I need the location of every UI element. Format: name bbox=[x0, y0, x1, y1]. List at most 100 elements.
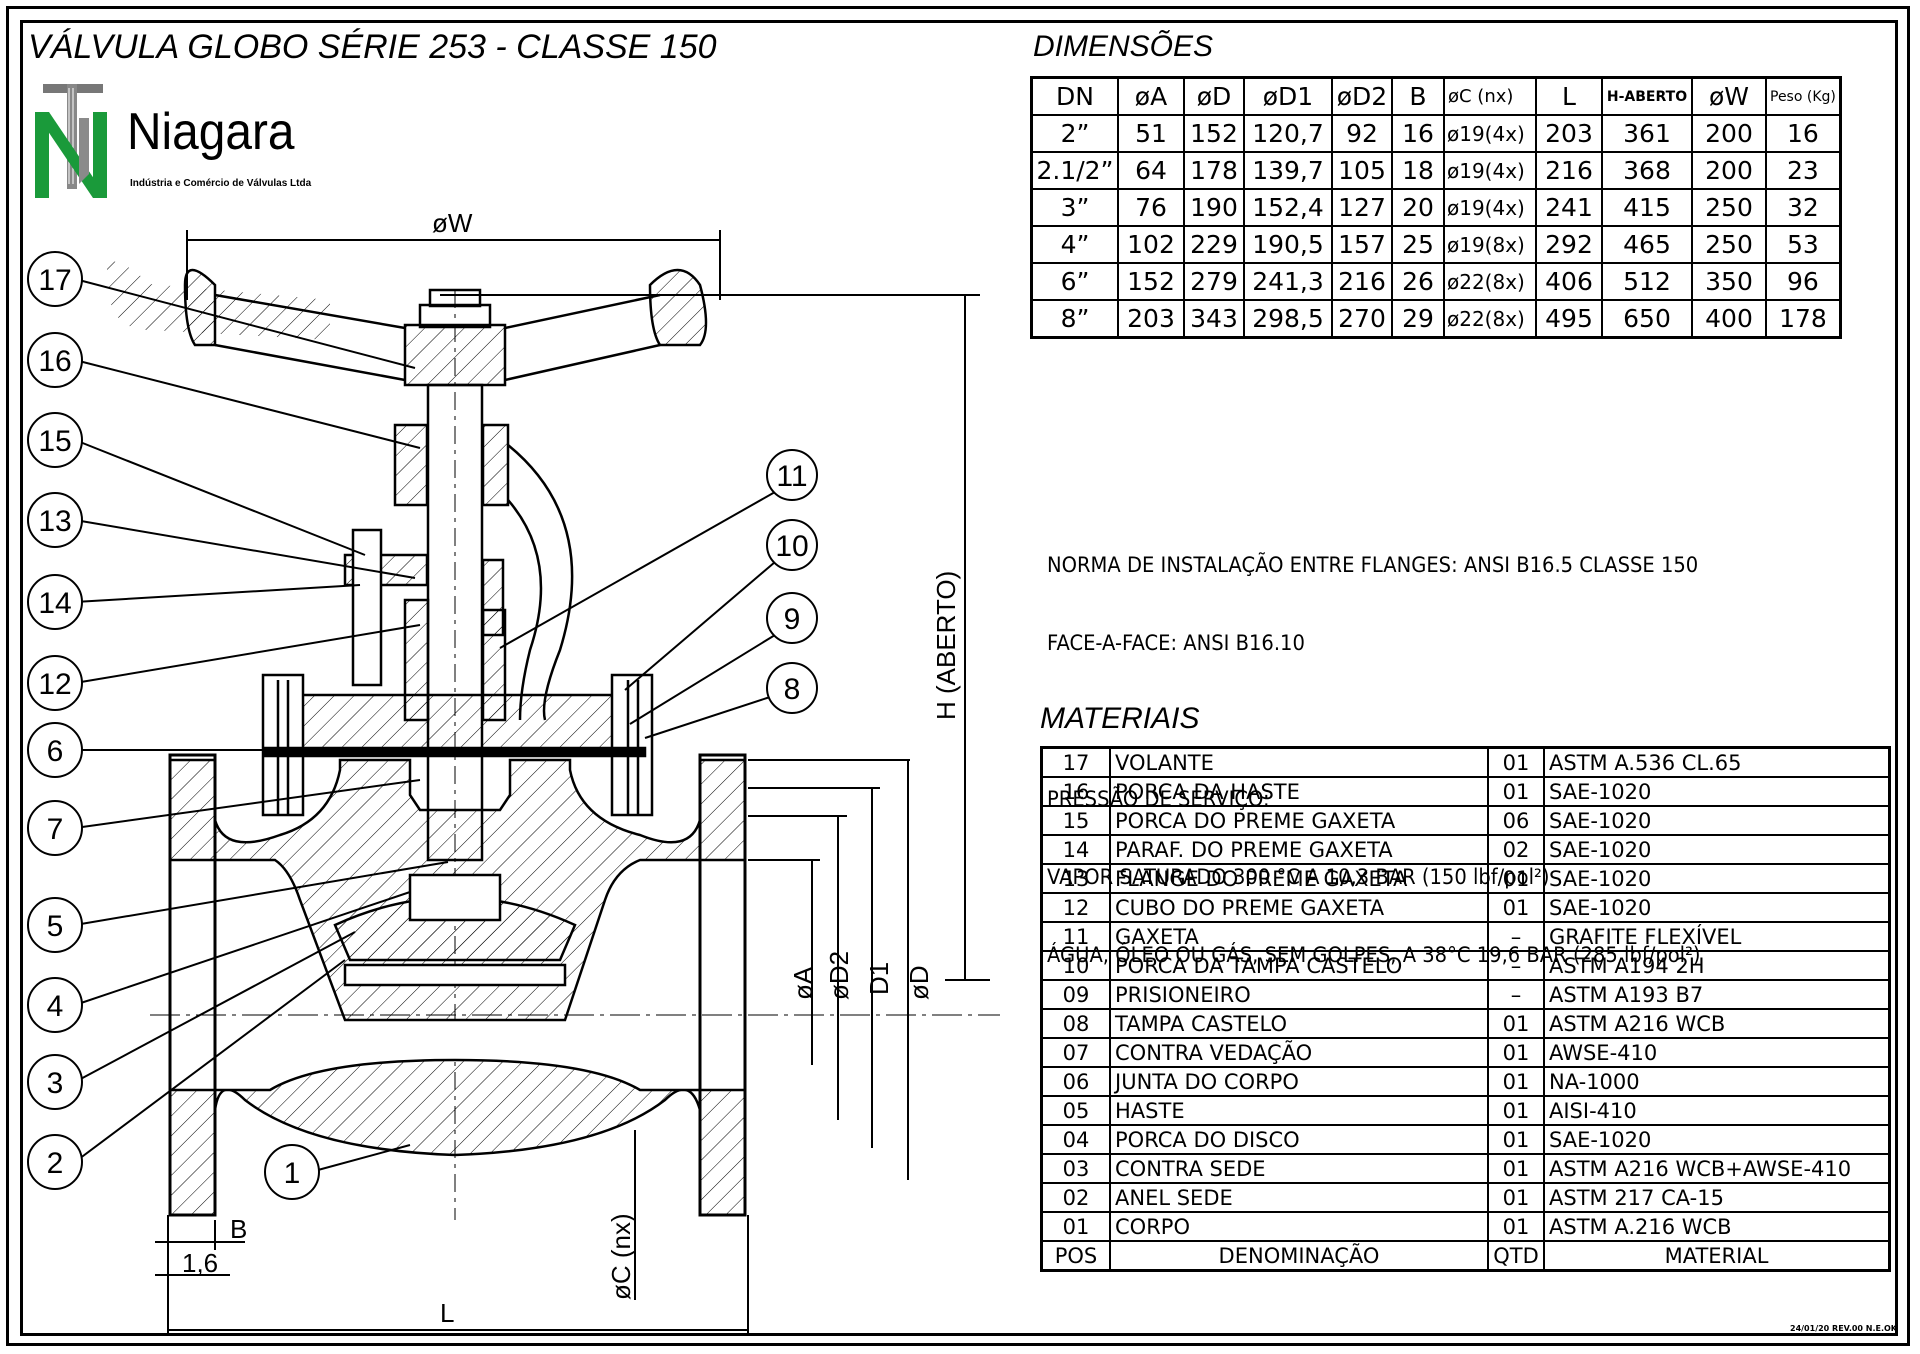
cell-quantity: 01 bbox=[1487, 746, 1545, 778]
cell-quantity: 06 bbox=[1487, 805, 1545, 836]
cell-c: ø22(8x) bbox=[1443, 262, 1537, 301]
svg-text:11: 11 bbox=[776, 460, 807, 493]
cell-d: 279 bbox=[1183, 262, 1245, 301]
cell-position: 17 bbox=[1040, 746, 1111, 778]
col-header-b: B bbox=[1391, 76, 1445, 116]
cell-position: 02 bbox=[1040, 1182, 1111, 1213]
cell-name: FLANGE DO PREME GAXETA bbox=[1109, 863, 1489, 894]
cell-dn: 8” bbox=[1030, 299, 1119, 339]
col-header-l: L bbox=[1535, 76, 1603, 116]
cell-quantity: 01 bbox=[1487, 1008, 1545, 1039]
cell-quantity: 01 bbox=[1487, 892, 1545, 923]
cell-material: ASTM A.216 WCB bbox=[1543, 1211, 1891, 1242]
cell-position: 14 bbox=[1040, 834, 1111, 865]
svg-text:10: 10 bbox=[775, 530, 808, 563]
cell-quantity: 01 bbox=[1487, 1182, 1545, 1213]
cell-material: SAE-1020 bbox=[1543, 1124, 1891, 1155]
col-header-material: MATERIAL bbox=[1543, 1240, 1891, 1272]
cell-h: 415 bbox=[1601, 188, 1693, 227]
callout-2: 2 bbox=[27, 959, 346, 1190]
callout-16: 16 bbox=[27, 332, 421, 449]
cell-material: GRAFITE FLEXÍVEL bbox=[1543, 921, 1891, 952]
cell-h: 465 bbox=[1601, 225, 1693, 264]
cell-w: 250 bbox=[1691, 225, 1767, 264]
part-callouts: 17 16 15 13 14 12 6 7 5 4 3 2 1 11 10 9 … bbox=[27, 251, 818, 1200]
cell-name: ANEL SEDE bbox=[1109, 1182, 1489, 1213]
cell-h: 368 bbox=[1601, 151, 1693, 190]
cell-d2: 157 bbox=[1331, 225, 1393, 264]
logo-brand-name: Niagara bbox=[127, 103, 295, 161]
callout-13: 13 bbox=[27, 492, 416, 579]
cell-h: 361 bbox=[1601, 114, 1693, 153]
cell-material: ASTM 217 CA-15 bbox=[1543, 1182, 1891, 1213]
cell-material: SAE-1020 bbox=[1543, 863, 1891, 894]
cell-position: 10 bbox=[1040, 950, 1111, 981]
dimension-lines bbox=[155, 230, 990, 1335]
cell-b: 18 bbox=[1391, 151, 1445, 190]
cell-name: PORCA DA HASTE bbox=[1109, 776, 1489, 807]
callout-3: 3 bbox=[27, 931, 356, 1110]
col-header-c: øC (nx) bbox=[1443, 76, 1537, 116]
cell-position: 11 bbox=[1040, 921, 1111, 952]
cell-d1: 152,4 bbox=[1243, 188, 1333, 227]
cell-a: 152 bbox=[1117, 262, 1185, 301]
cell-name: JUNTA DO CORPO bbox=[1109, 1066, 1489, 1097]
cell-dn: 2.1/2” bbox=[1030, 151, 1119, 190]
svg-text:8: 8 bbox=[784, 673, 801, 706]
cell-b: 29 bbox=[1391, 299, 1445, 339]
svg-text:4: 4 bbox=[47, 990, 64, 1023]
dimensions-table: DN øA øD øD1 øD2 B øC (nx) L H-ABERTO øW… bbox=[1030, 76, 1842, 339]
callout-5: 5 bbox=[27, 861, 449, 953]
cell-material: ASTM A216 WCB+AWSE-410 bbox=[1543, 1153, 1891, 1184]
svg-text:2: 2 bbox=[47, 1147, 64, 1180]
cell-weight: 53 bbox=[1764, 225, 1842, 264]
cell-l: 406 bbox=[1535, 262, 1603, 301]
drawing-title: VÁLVULA GLOBO SÉRIE 253 - CLASSE 150 bbox=[28, 28, 717, 66]
cell-quantity: 01 bbox=[1487, 1095, 1545, 1126]
cell-quantity: 01 bbox=[1487, 1124, 1545, 1155]
note-installation-standard: NORMA DE INSTALAÇÃO ENTRE FLANGES: ANSI … bbox=[1047, 553, 1699, 577]
dimensions-header-row: DN øA øD øD1 øD2 B øC (nx) L H-ABERTO øW… bbox=[1030, 76, 1842, 116]
cell-name: GAXETA bbox=[1109, 921, 1489, 952]
cell-b: 25 bbox=[1391, 225, 1445, 264]
dimension-labels: øW H (ABERTO) øA øD2 D1 øD B 1,6 L øC (n… bbox=[182, 208, 961, 1328]
cell-dn: 4” bbox=[1030, 225, 1119, 264]
cell-w: 350 bbox=[1691, 262, 1767, 301]
cell-name: TAMPA CASTELO bbox=[1109, 1008, 1489, 1039]
cell-a: 102 bbox=[1117, 225, 1185, 264]
callout-6: 6 bbox=[27, 722, 300, 778]
cell-d: 152 bbox=[1183, 114, 1245, 153]
callout-14: 14 bbox=[27, 574, 361, 630]
svg-text:17: 17 bbox=[38, 264, 71, 297]
dim-label-bolt-hole: øC (nx) bbox=[606, 1213, 636, 1300]
cell-position: 16 bbox=[1040, 776, 1111, 807]
col-header-weight: Peso (Kg) bbox=[1764, 76, 1842, 116]
dim-label-d: øD bbox=[904, 965, 934, 1000]
cell-w: 250 bbox=[1691, 188, 1767, 227]
dim-label-l: L bbox=[440, 1298, 454, 1328]
cell-position: 08 bbox=[1040, 1008, 1111, 1039]
cell-name: CUBO DO PREME GAXETA bbox=[1109, 892, 1489, 923]
cell-c: ø19(8x) bbox=[1443, 225, 1537, 264]
cell-weight: 32 bbox=[1764, 188, 1842, 227]
cell-position: 01 bbox=[1040, 1211, 1111, 1242]
cell-name: PORCA DA TAMPA CASTELO bbox=[1109, 950, 1489, 981]
cell-a: 76 bbox=[1117, 188, 1185, 227]
dim-label-a: øA bbox=[788, 966, 818, 1000]
cell-l: 292 bbox=[1535, 225, 1603, 264]
cell-d: 229 bbox=[1183, 225, 1245, 264]
cell-material: SAE-1020 bbox=[1543, 892, 1891, 923]
dim-label-raised-face: 1,6 bbox=[182, 1248, 218, 1278]
col-header-w: øW bbox=[1691, 76, 1767, 116]
col-header-qty: QTD bbox=[1487, 1240, 1545, 1272]
